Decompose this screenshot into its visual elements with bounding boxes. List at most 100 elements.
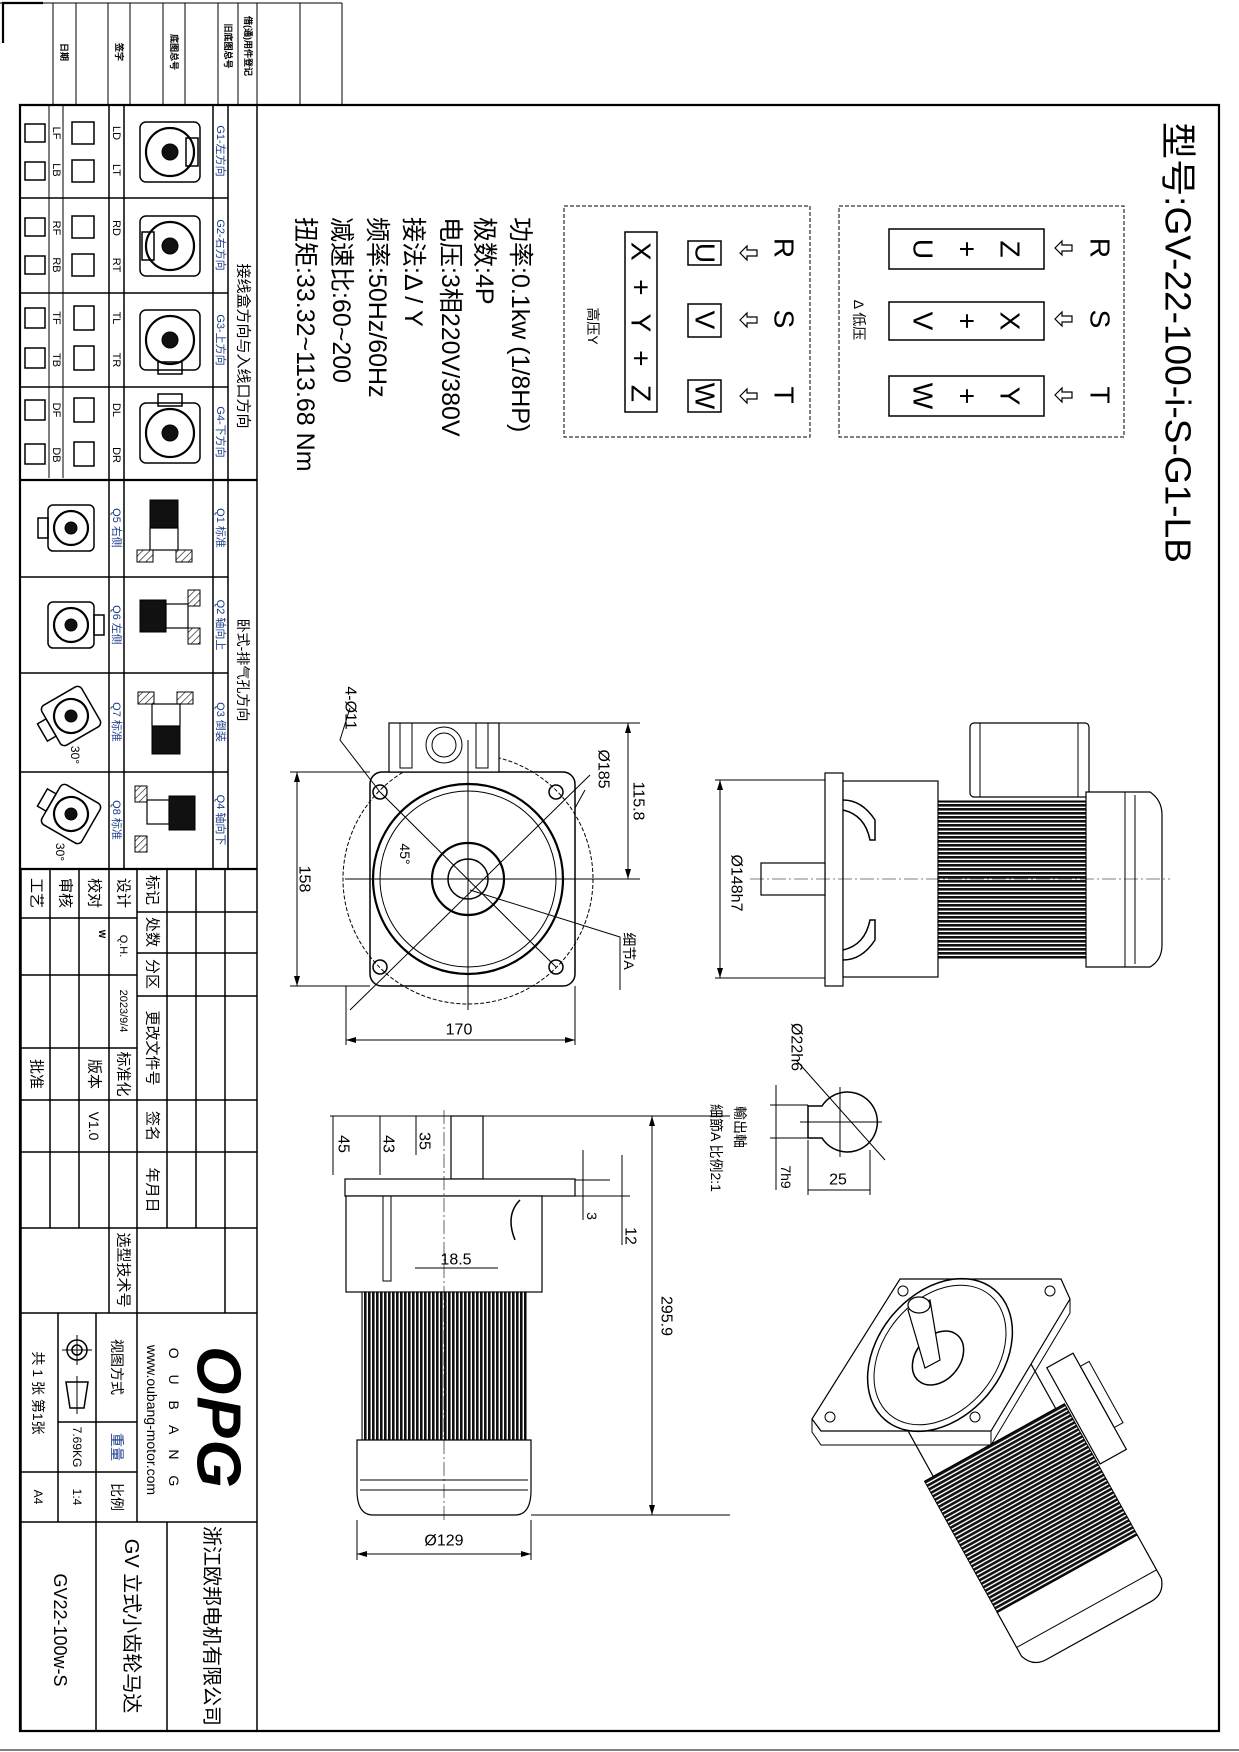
spec-connection: 接法:Δ / Y xyxy=(399,217,427,327)
mount-label: Q8 标准 xyxy=(110,800,124,840)
terminal-t: T xyxy=(1085,386,1116,403)
winding-letter: W xyxy=(690,383,721,410)
model-title: 型号:GV-22-100-i-S-G1-LB xyxy=(1158,122,1199,563)
mounting-direction-table: 卧式-排气孔方向 Q1 标准 Q2 轴向上 Q3 倒装 Q4 轴向下 Q5 右侧… xyxy=(36,499,251,861)
rev-header-zone: 分区 xyxy=(144,959,161,989)
spec-torque: 扭矩:33.32~113.68 Nm xyxy=(291,217,319,472)
high-voltage-label: 高压Y xyxy=(585,307,601,345)
view-method-label: 视图方式 xyxy=(109,1339,125,1395)
variant-label: DF xyxy=(50,403,62,418)
angle-label: 30° xyxy=(68,746,82,764)
design-date-value: 2023/9/4 xyxy=(117,990,129,1033)
spec-power: 功率:0.1kw (1/8HP) xyxy=(506,217,534,432)
variant-label: RF xyxy=(50,221,62,236)
scale-label: 比例 xyxy=(109,1483,125,1511)
winding-letter: W xyxy=(908,383,939,410)
star-connection: X + Y + Z xyxy=(626,242,657,402)
variant-label: RB xyxy=(50,257,62,272)
company-logo: OPG xyxy=(184,1346,253,1490)
company-name: 浙江欧邦电机有限公司 xyxy=(200,1526,223,1726)
group-label: G4-下方向 xyxy=(214,406,228,457)
dim-shaft-diameter: Ø22h6 xyxy=(788,1023,805,1071)
dim-angle: 45° xyxy=(397,843,413,864)
spec-poles: 极数:4P xyxy=(470,217,498,305)
version-value: V1.0 xyxy=(86,1112,102,1141)
winding-letter: U xyxy=(908,239,939,259)
angle-label: 30° xyxy=(53,843,67,861)
terminal-r: R xyxy=(1085,238,1116,258)
website: www.oubang-motor.com xyxy=(144,1344,160,1495)
variant-label: DL xyxy=(110,403,122,417)
terminal-s: S xyxy=(769,310,800,329)
variant-label: LF xyxy=(50,127,62,140)
winding-letter: V xyxy=(690,311,721,330)
check-label: 校对 xyxy=(86,878,103,908)
mount-label: Q3 倒装 xyxy=(214,702,227,742)
rev-header-date: 年月日 xyxy=(144,1167,161,1212)
rev-header-sign: 签名 xyxy=(144,1111,161,1141)
connection-row-g1: G1-左方向 LD LT LF LB xyxy=(50,125,228,176)
terminal-s: S xyxy=(1085,310,1116,329)
design-label: 设计 xyxy=(115,878,132,908)
mount-label: Q5 右侧 xyxy=(110,508,124,548)
vertical-view-drawing: 45 43 35 3 12 18.5 295.9 Ø129 xyxy=(330,1110,730,1560)
connection-row-g3: G3-上方向 TL TR TF TB xyxy=(50,311,228,367)
connection-table-header: 接线盒方向与入线口方向 xyxy=(235,263,252,428)
sheet-count: 共 1 张 第1张 xyxy=(30,1351,46,1434)
terminal-r: R xyxy=(769,238,800,258)
rev-header-count: 处数 xyxy=(144,917,161,947)
isometric-motor-drawing xyxy=(811,1277,1163,1664)
mount-label: Q7 标准 xyxy=(110,702,124,742)
plus-sign: + xyxy=(952,241,983,257)
dim-shaft-length: 25 xyxy=(829,1172,847,1189)
dim-body-diameter: Ø129 xyxy=(424,1533,463,1550)
date-label: 日期 xyxy=(59,43,70,61)
motor-specifications: 功率:0.1kw (1/8HP) 极数:4P 电压:3相220V/380V 接法… xyxy=(291,217,534,472)
flange-orientation-icon xyxy=(36,504,105,845)
variant-label: RD xyxy=(110,220,122,236)
process-label: 工艺 xyxy=(28,878,45,908)
dim-pcd: Ø185 xyxy=(595,749,612,788)
standardize-label: 标准化 xyxy=(115,1051,132,1096)
dim-key: 7h9 xyxy=(778,1165,794,1189)
drawing-no-label: 底图总号 xyxy=(169,34,180,70)
projection-symbol-icon xyxy=(62,1335,92,1414)
dim-width: 170 xyxy=(446,1022,473,1039)
dim-18-5: 18.5 xyxy=(440,1252,471,1269)
signature-label: 签字 xyxy=(114,42,125,61)
low-voltage-label: Δ 低压 xyxy=(851,300,867,340)
version-label: 版本 xyxy=(86,1059,103,1089)
checker-value: W xyxy=(97,930,107,939)
detail-title: 輸出軸 xyxy=(732,1106,748,1148)
scale-value: 1:4 xyxy=(70,1489,84,1506)
dim-total-length: 295.9 xyxy=(658,1296,675,1336)
selection-label: 选型技术号 xyxy=(115,1232,132,1307)
variant-label: RT xyxy=(110,258,122,273)
title-block: OPG O U B A N G www.oubang-motor.com 视图方… xyxy=(30,1335,253,1726)
connection-row-g4: G4-下方向 DL DR DF DB xyxy=(50,403,228,463)
revision-table: 标记 处数 分区 更改文件号 签名 年月日 设计 Q.H. 2023/9/4 标… xyxy=(20,869,257,1731)
product-name: GV 立式小齿轮马达 xyxy=(120,1539,143,1713)
dim-holes: 4-Ø11 xyxy=(342,686,359,729)
weight-value: 7.69KG xyxy=(70,1427,84,1468)
dim-3: 3 xyxy=(584,1212,600,1220)
variant-label: LD xyxy=(110,126,122,140)
connection-row-g2: G2-右方向 RD RT RF RB xyxy=(50,219,228,272)
brand-name: O U B A N G xyxy=(166,1348,182,1493)
shaft-detail-drawing: Ø22h6 7h9 25 輸出軸 細節A 比例2:1 xyxy=(708,1023,886,1195)
weight-label: 重量 xyxy=(109,1433,125,1461)
detail-callout: 细节A xyxy=(621,932,637,970)
mount-label: Q1 标准 xyxy=(214,508,228,548)
terminal-t: T xyxy=(769,386,800,403)
register-label: 借(通)用件登记 xyxy=(243,15,254,76)
review-label: 审核 xyxy=(57,878,74,908)
low-voltage-wiring-diagram: R S T Z + U X + V Y + W Δ 低压 xyxy=(838,205,1125,438)
designer-value: Q.H. xyxy=(117,935,129,958)
dim-spigot: Ø148h7 xyxy=(728,855,745,912)
top-left-register-block: 借(通)用件登记 旧底图总号 底图总号 签字 日期 xyxy=(59,15,254,76)
variant-label: TB xyxy=(50,353,62,367)
dim-height-top: 115.8 xyxy=(630,782,647,821)
variant-label: TF xyxy=(50,311,62,325)
